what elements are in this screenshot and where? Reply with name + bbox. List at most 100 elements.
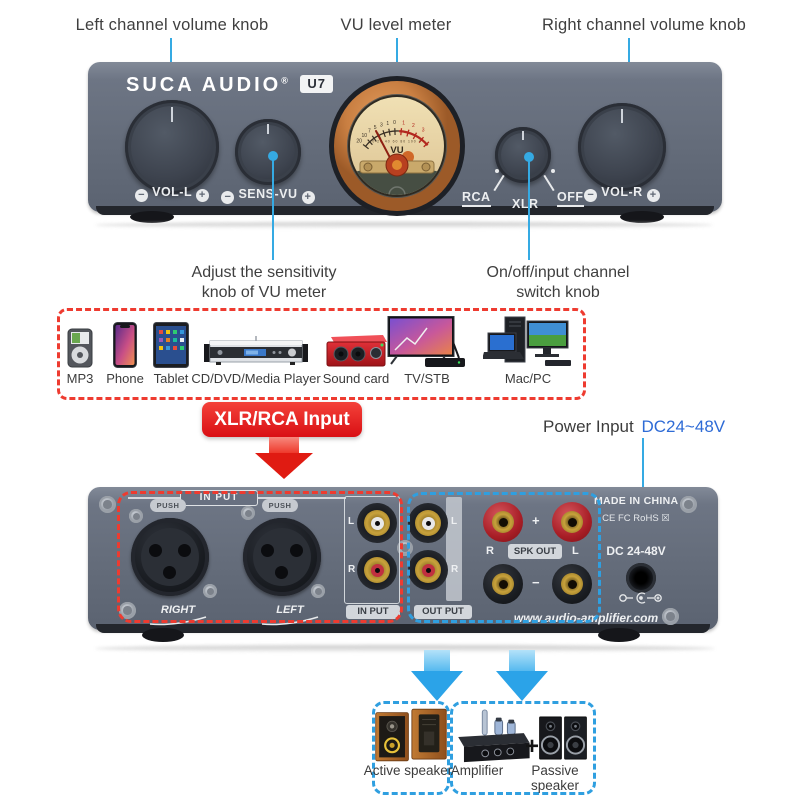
svg-text:0: 0: [393, 120, 396, 126]
svg-text:1: 1: [386, 121, 389, 127]
xlr-input-section-label: IN PUT: [180, 490, 258, 506]
sens-vu-label: − SENS-VU +: [193, 187, 343, 204]
front-foot-left: [130, 211, 174, 223]
vu-meter: 20 10 7 5 3 1 0 1 2 3 0 20 40 60 80 100 …: [329, 76, 465, 216]
source-mp3: MP3: [58, 314, 102, 386]
amplifier-icon: [458, 709, 530, 763]
power-voltage: DC24~48V: [641, 417, 726, 436]
minus-icon: −: [135, 189, 149, 202]
dc-power-jack: [626, 563, 656, 593]
svg-text:5: 5: [374, 125, 377, 131]
vol-l-knob: [125, 100, 219, 194]
svg-text:3: 3: [422, 128, 425, 134]
blue-arrow-shaft: [509, 650, 535, 671]
vol-l-label: − VOL-L +: [102, 185, 242, 202]
callout-sens-text: Adjust the sensitivity knob of VU meter: [191, 264, 337, 301]
callout-right-volume: Right channel volume knob: [541, 16, 747, 34]
dc-voltage-label: DC 24-48V: [606, 544, 666, 558]
screw-icon: [203, 584, 217, 598]
mp3-player-icon: [67, 328, 93, 368]
rear-panel-bottom-edge: [96, 624, 710, 633]
vol-r-label: − VOL-R +: [552, 185, 692, 202]
registered-mark: ®: [281, 75, 288, 86]
spk-plus-label: +: [532, 513, 540, 528]
brand-logo: SUCA AUDIO® U7: [126, 74, 334, 97]
xlr-rca-input-badge: XLR/RCA Input: [202, 402, 362, 437]
screw-icon: [680, 496, 697, 513]
amplifier-label: Amplifier: [450, 763, 504, 778]
xlr-push-tab: PUSH: [150, 499, 186, 512]
spk-r-label: R: [486, 545, 494, 557]
input-switch-knob: [495, 127, 551, 183]
screw-icon: [662, 608, 679, 625]
swoosh-icon: [261, 616, 319, 626]
model-badge: U7: [300, 75, 334, 93]
front-foot-right: [620, 211, 664, 223]
callout-vu-meter: VU level meter: [340, 16, 452, 34]
xlr-right-label: RIGHT: [146, 600, 210, 626]
spk-l-label: L: [572, 545, 579, 557]
minus-icon: −: [584, 189, 598, 202]
spk-post-r-plus: [483, 502, 523, 542]
passive-speaker-label: Passive speaker: [530, 763, 580, 793]
swoosh-icon: [149, 616, 207, 626]
sources-box: [57, 308, 586, 400]
svg-text:7: 7: [368, 129, 371, 135]
screw-icon: [241, 506, 255, 520]
output-highlight-box: [407, 492, 601, 623]
vu-percent-scale: 0 20 40 60 80 100 +: [372, 140, 421, 144]
passive-speaker-icon: [539, 716, 587, 760]
rca-input-left-jack: [357, 503, 397, 543]
rca-in-l-label: L: [348, 516, 355, 527]
vu-face: 20 10 7 5 3 1 0 1 2 3 0 20 40 60 80 100 …: [350, 120, 444, 195]
rca-out-r-label: R: [451, 564, 459, 575]
svg-text:20: 20: [356, 138, 362, 144]
sound-card-icon: [326, 335, 387, 367]
vol-r-knob: [578, 103, 666, 191]
screw-icon: [129, 509, 143, 523]
rca-output-left-jack: [408, 503, 448, 543]
rear-foot-right: [598, 628, 640, 642]
amplifier-passive-box: [450, 701, 596, 795]
xlr-left-label: LEFT: [258, 600, 322, 626]
blue-arrow-shaft: [424, 650, 450, 671]
plus-sign: +: [525, 733, 540, 760]
phone-icon: [113, 322, 137, 368]
rca-in-r-label: R: [348, 564, 356, 575]
switch-xlr-label: XLR: [512, 197, 539, 211]
spk-post-l-plus: [552, 502, 592, 542]
power-input-callout: Power Input DC24~48V: [543, 417, 726, 436]
source-mac-pc: Mac/PC: [482, 314, 574, 386]
callout-dot-sens: [268, 151, 278, 161]
callout-left-volume: Left channel volume knob: [75, 16, 269, 34]
svg-text:2: 2: [412, 123, 415, 129]
source-sound-card: Sound card: [318, 314, 394, 386]
plus-icon: +: [301, 191, 315, 204]
front-shadow: [95, 222, 713, 228]
switch-dot-left: [495, 169, 499, 173]
svg-text:3: 3: [380, 123, 383, 129]
plus-icon: +: [195, 189, 209, 202]
blue-arrow-down-icon: [411, 671, 463, 701]
screw-icon: [99, 496, 116, 513]
svg-text:10: 10: [362, 133, 368, 139]
svg-text:1: 1: [402, 121, 405, 127]
active-speaker-label: Active speaker: [363, 763, 453, 778]
tv-stb-icon: [387, 316, 465, 367]
plus-icon: +: [646, 189, 660, 202]
cd-player-icon: [204, 336, 308, 365]
switch-rca-label: RCA: [462, 190, 491, 207]
input-highlight-box: [117, 491, 403, 623]
xlr-push-tab: PUSH: [262, 499, 298, 512]
vu-label: VU: [390, 145, 403, 156]
made-in-china-label: MADE IN CHINA: [594, 495, 679, 507]
rear-shadow: [95, 645, 715, 652]
minus-icon: −: [221, 191, 235, 204]
active-speaker-box: [372, 701, 450, 795]
dc-polarity-icon: [619, 592, 662, 604]
screw-icon: [311, 584, 325, 598]
rear-foot-left: [142, 628, 184, 642]
tablet-icon: [153, 322, 189, 368]
spk-out-label: SPK OUT: [508, 544, 562, 559]
source-tv-stb: TV/STB: [387, 314, 465, 386]
